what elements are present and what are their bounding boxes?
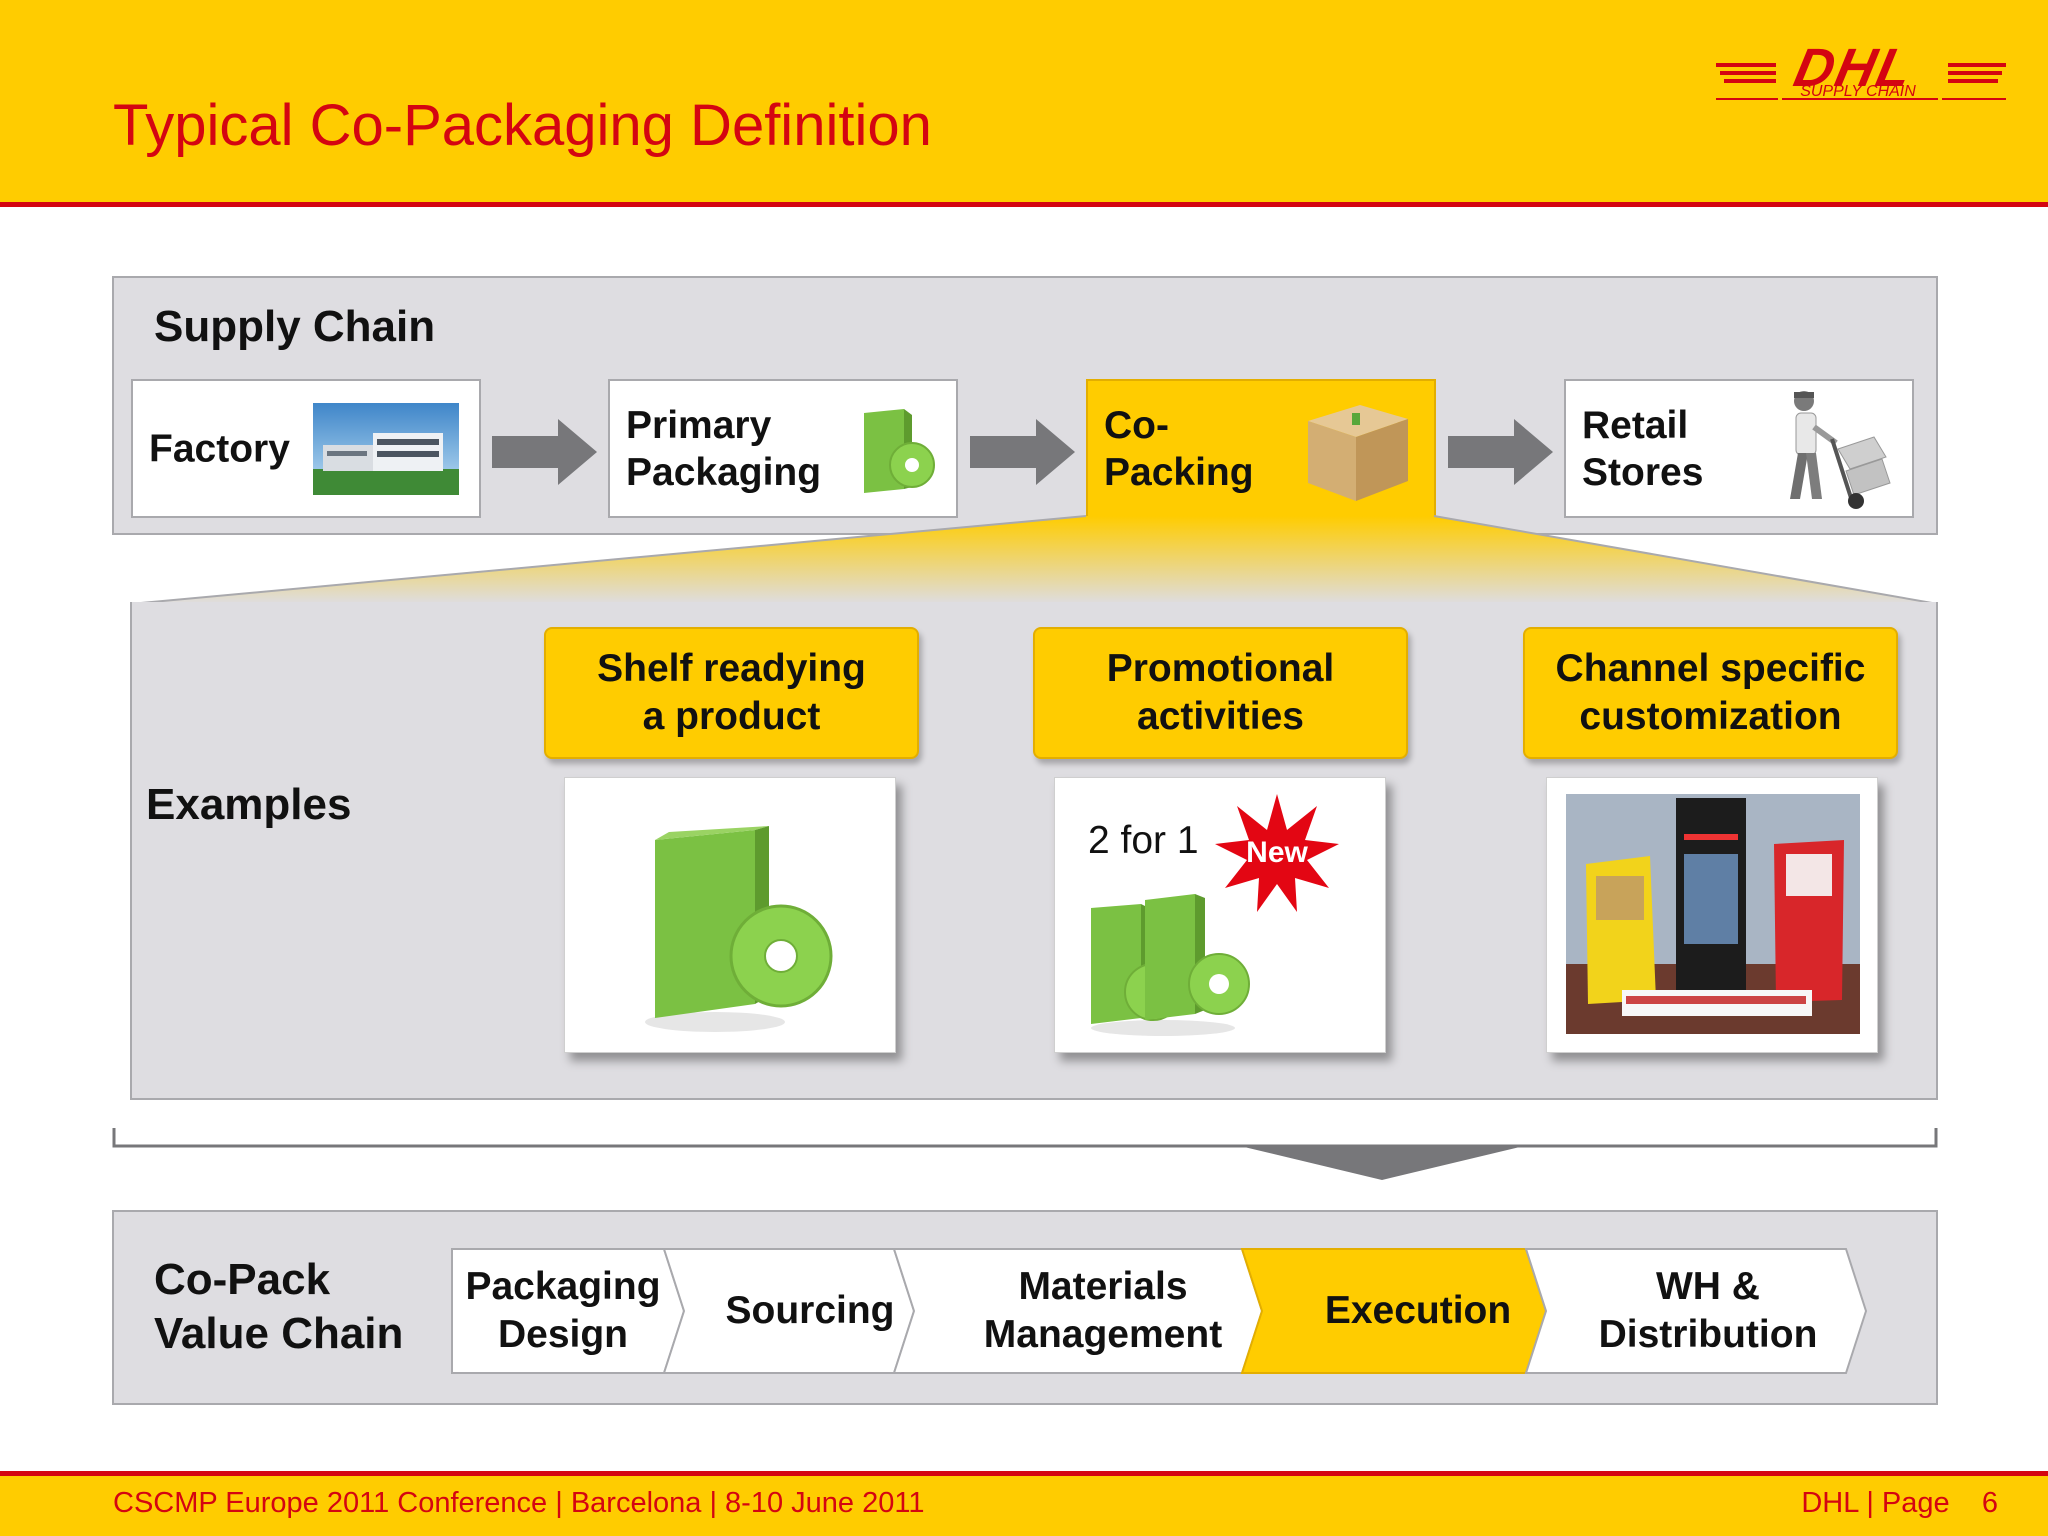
footer-band — [0, 1476, 2048, 1536]
new-burst-label: New — [1246, 836, 1308, 869]
flow-arrow-icon — [492, 419, 597, 485]
zoom-funnel — [130, 515, 1938, 605]
flow-arrow-icon — [1448, 419, 1553, 485]
example-card-channel-customization — [1546, 777, 1878, 1053]
green-box-disc-icon — [645, 826, 833, 1032]
example-heading-shelf-readying: Shelf readying a product — [544, 627, 919, 759]
cardboard-box-icon — [1300, 393, 1412, 510]
green-box-disc-icon — [856, 407, 936, 502]
dhl-logo-subtitle: SUPPLY CHAIN — [1800, 83, 1916, 100]
example-heading-channel-customization: Channel specific customization — [1523, 627, 1898, 759]
stage-co-packing: Co- Packing — [1086, 379, 1436, 518]
flow-arrow-icon — [970, 419, 1075, 485]
stage-label: Retail Stores — [1582, 403, 1704, 494]
value-chain-label: Co-Pack Value Chain — [154, 1255, 404, 1358]
factory-photo — [313, 403, 459, 500]
example-card-shelf-readying — [564, 777, 896, 1053]
stage-retail-stores: Retail Stores — [1564, 379, 1914, 518]
supply-chain-label: Supply Chain — [154, 302, 436, 351]
footer-red-rule — [0, 1471, 2048, 1476]
stage-label: Co- Packing — [1104, 403, 1254, 494]
delivery-person-hand-truck-icon — [1774, 387, 1894, 516]
promo-caption: 2 for 1 — [1088, 819, 1199, 862]
stage-label: Primary Packaging — [626, 403, 822, 494]
slide-title: Typical Co-Packaging Definition — [113, 93, 932, 158]
stage-factory: Factory — [131, 379, 481, 518]
bracket-down-arrow — [112, 1128, 1938, 1180]
example-card-promotional: New — [1054, 777, 1386, 1053]
header-band — [0, 0, 2048, 202]
value-chain-step-execution: Execution — [1324, 1289, 1512, 1332]
value-chain-steps — [451, 1248, 1868, 1374]
retail-display-stands-photo — [1566, 794, 1860, 1034]
two-green-boxes-icon — [1091, 894, 1250, 1036]
value-chain-step-packaging-design: Packaging Design — [465, 1265, 661, 1356]
dhl-logo-wordmark: DHL — [1789, 38, 1919, 98]
example-heading-promotional: Promotional activities — [1033, 627, 1408, 759]
value-chain-step-materials-management: Materials Management — [983, 1265, 1223, 1356]
dhl-logo: DHL SUPPLY CHAIN — [1716, 30, 2006, 115]
new-starburst-icon: New — [1215, 794, 1339, 912]
value-chain-step-wh-distribution: WH & Distribution — [1598, 1265, 1818, 1356]
stage-primary-packaging: Primary Packaging — [608, 379, 958, 518]
footer-page-number: DHL | Page 6 — [1801, 1487, 1998, 1519]
header-red-rule — [0, 202, 2048, 207]
value-chain-step-sourcing: Sourcing — [725, 1289, 895, 1332]
examples-label: Examples — [146, 780, 352, 829]
value-chain-step — [1524, 1248, 1868, 1374]
stage-label: Factory — [149, 427, 290, 470]
footer-conference-text: CSCMP Europe 2011 Conference | Barcelona… — [113, 1487, 925, 1519]
